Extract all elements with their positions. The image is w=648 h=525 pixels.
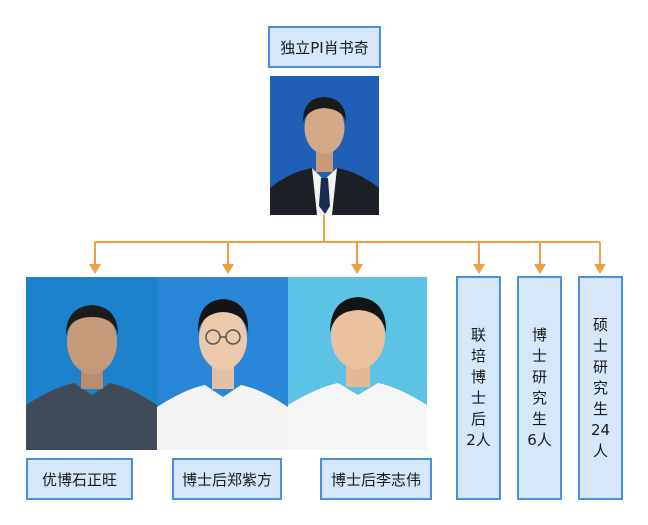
group-1-line-1: 联 xyxy=(470,326,486,344)
group-1-line-4: 士 xyxy=(470,389,486,407)
member-label-box-1: 优博石正旺 xyxy=(26,458,133,500)
pi-label-box: 独立PI肖书奇 xyxy=(268,26,381,68)
group-3-line-5: 生 xyxy=(592,399,608,418)
member-photo-1 xyxy=(26,277,157,450)
group-box-phd-students: 博 士 研 究 生 6人 xyxy=(517,276,562,500)
group-2-line-3: 研 xyxy=(531,368,547,386)
group-2-line-2: 士 xyxy=(531,347,547,365)
group-2-line-4: 究 xyxy=(531,389,547,407)
group-3-line-2: 士 xyxy=(592,336,608,355)
group-box-joint-postdoc: 联 培 博 士 后 2人 xyxy=(456,276,501,500)
group-1-line-3: 博 xyxy=(470,368,486,386)
group-3-line-4: 究 xyxy=(592,378,608,397)
group-1-line-6: 2人 xyxy=(466,431,491,449)
member-label-1: 优博石正旺 xyxy=(41,470,117,489)
member-label-box-2: 博士后郑紫方 xyxy=(172,458,282,500)
group-2-line-5: 生 xyxy=(531,410,547,428)
arrow-head-2 xyxy=(222,264,234,274)
arrow-head-1 xyxy=(89,264,101,274)
pi-photo xyxy=(270,76,379,215)
arrow-head-3 xyxy=(351,264,363,274)
arrow-head-5 xyxy=(534,264,546,274)
arrow-head-4 xyxy=(473,264,485,274)
member-label-2: 博士后郑紫方 xyxy=(181,470,272,489)
group-3-line-6: 24 xyxy=(590,420,611,439)
group-3-line-3: 研 xyxy=(592,357,608,376)
group-3-line-7: 人 xyxy=(592,441,608,460)
pi-label: 独立PI肖书奇 xyxy=(280,38,369,57)
group-3-line-1: 硕 xyxy=(592,315,608,334)
member-label-3: 博士后李志伟 xyxy=(330,470,421,489)
member-label-box-3: 博士后李志伟 xyxy=(320,458,432,500)
group-1-line-5: 后 xyxy=(470,410,486,428)
group-box-masters-students: 硕 士 研 究 生 24 人 xyxy=(578,276,623,500)
group-2-line-6: 6人 xyxy=(527,431,552,449)
group-2-line-1: 博 xyxy=(531,326,547,344)
arrow-head-6 xyxy=(594,264,606,274)
member-photo-2 xyxy=(157,277,288,450)
member-photo-3 xyxy=(288,277,427,450)
group-1-line-2: 培 xyxy=(470,347,486,365)
